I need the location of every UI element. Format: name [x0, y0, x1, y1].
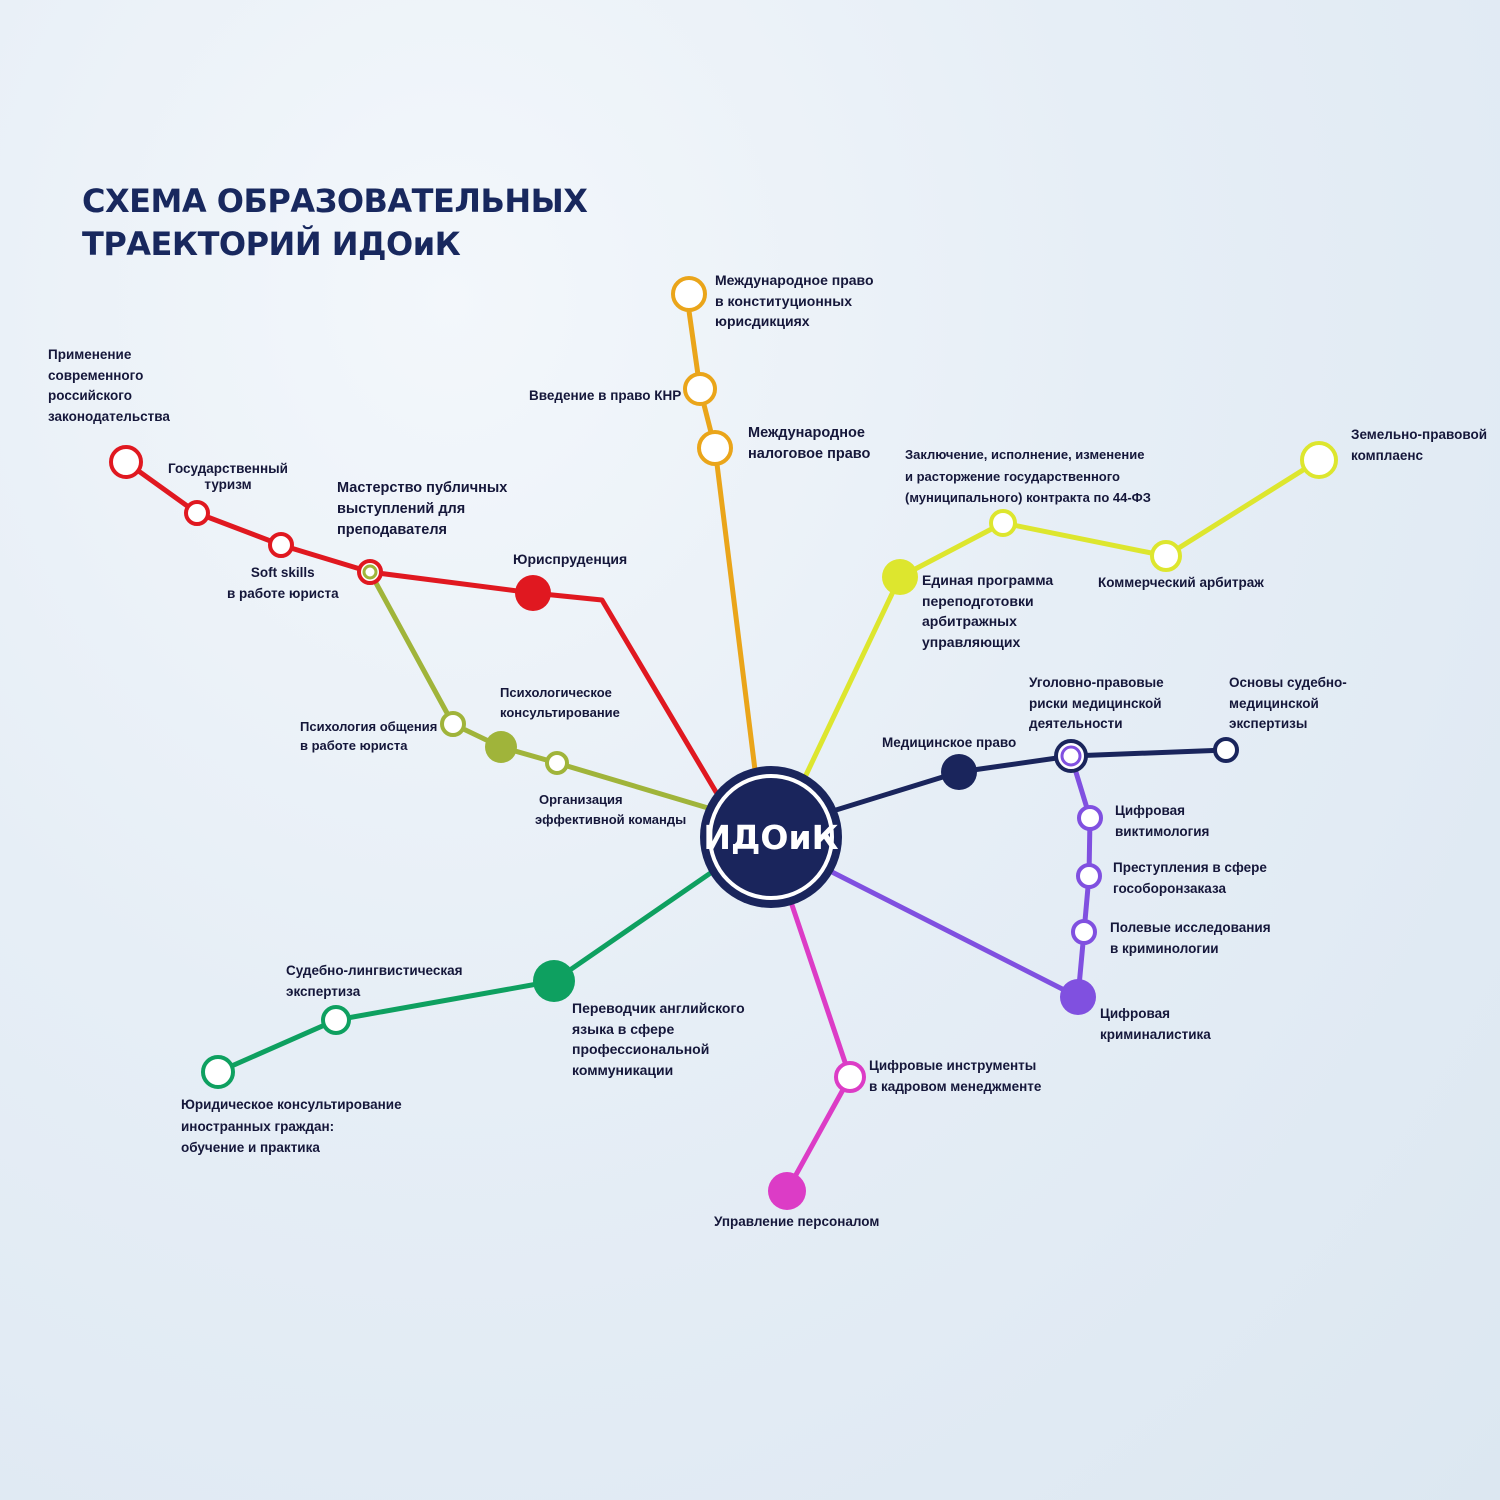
major-stations: [485, 559, 1096, 1210]
station-zaklyuchenie[interactable]: [989, 509, 1017, 537]
station-knr[interactable]: [683, 372, 717, 406]
label-ugolovno: Уголовно-правовые риски медицинской деят…: [1029, 675, 1164, 731]
label-goszakaz: Преступления в сфере гособоронзаказа: [1113, 860, 1267, 896]
station-softskills[interactable]: [268, 532, 294, 558]
page-title: СХЕМА ОБРАЗОВАТЕЛЬНЫХ ТРАЕКТОРИЙ ИДОиК: [82, 180, 588, 266]
label-arbitrazh: Коммерческий арбитраж: [1098, 575, 1264, 590]
label-edinaya: Единая программа переподготовки арбитраж…: [922, 572, 1054, 650]
station-psikh-obshcheniya[interactable]: [440, 711, 466, 737]
label-kriminalistika: Цифровая криминалистика: [1100, 1006, 1211, 1042]
label-kadry: Цифровые инструменты в кадровом менеджме…: [869, 1058, 1042, 1094]
label-organizatsiya: Организация эффективной команды: [535, 792, 687, 827]
station-arbitrazh[interactable]: [1150, 540, 1182, 572]
label-viktimologiya: Цифровая виктимология: [1115, 803, 1210, 839]
station-viktimologiya[interactable]: [1077, 805, 1103, 831]
label-masterstvo: Мастерство публичных выступлений для пре…: [337, 480, 508, 538]
station-nalog[interactable]: [697, 430, 733, 466]
station-medpravo[interactable]: [941, 754, 977, 790]
station-mezhd-konst[interactable]: [671, 276, 707, 312]
title-line-2: ТРАЕКТОРИЙ ИДОиК: [82, 225, 461, 263]
station-polevye[interactable]: [1071, 919, 1097, 945]
station-personal[interactable]: [768, 1172, 806, 1210]
station-kriminalistika[interactable]: [1060, 979, 1096, 1015]
label-softskills: Soft skills в работе юриста: [227, 565, 339, 601]
title-line-1: СХЕМА ОБРАЗОВАТЕЛЬНЫХ: [82, 182, 588, 220]
line-navy: [833, 747, 1229, 813]
station-psikh-konsult[interactable]: [485, 731, 517, 763]
station-osnovy[interactable]: [1213, 737, 1239, 763]
station-organizatsiya[interactable]: [545, 751, 569, 775]
label-zaklyuchenie: Заключение, исполнение, изменение и раст…: [905, 447, 1151, 505]
station-kadry[interactable]: [834, 1061, 866, 1093]
station-ugolovno-inner: [1060, 745, 1082, 767]
station-goszakaz[interactable]: [1076, 863, 1102, 889]
label-gosturizm: Государственный туризм: [168, 461, 288, 492]
line-violet: [829, 753, 1093, 1000]
hub[interactable]: ИДОиК: [700, 766, 842, 908]
label-personal: Управление персоналом: [714, 1214, 880, 1229]
label-perevodchik: Переводчик английского языка в сфере про…: [572, 1000, 745, 1078]
station-edinaya[interactable]: [882, 559, 918, 595]
label-mezhd-konst: Международное право в конституционных юр…: [715, 272, 874, 329]
line-orange: [686, 291, 758, 773]
label-zemelno: Земельно-правовой комплаенс: [1351, 427, 1487, 463]
label-sudling: Судебно-лингвистическая экспертиза: [286, 963, 463, 999]
label-yurkonsult: Юридическое консультирование иностранных…: [181, 1097, 402, 1155]
label-medpravo: Медицинское право: [882, 735, 1017, 750]
label-nalog: Международное налоговое право: [748, 425, 871, 462]
label-psikh-obshcheniya: Психология общения в работе юриста: [300, 719, 438, 753]
minor-stations: [109, 276, 1338, 1093]
label-polevye: Полевые исследования в криминологии: [1110, 920, 1271, 956]
label-osnovy: Основы судебно- медицинской экспертизы: [1229, 675, 1347, 731]
line-magenta: [784, 902, 853, 1194]
label-psikh-konsult: Психологическое консультирование: [500, 685, 620, 720]
label-primenenie: Применение современного российского зако…: [48, 347, 170, 424]
station-zemelno[interactable]: [1300, 441, 1338, 479]
label-yurisprudentsiya: Юриспруденция: [513, 551, 628, 567]
hub-label: ИДОиК: [703, 818, 838, 857]
station-masterstvo-inner: [362, 564, 378, 580]
station-gosturizm[interactable]: [184, 500, 210, 526]
station-yurkonsult[interactable]: [201, 1055, 235, 1089]
station-yurisprudentsiya[interactable]: [515, 575, 551, 611]
hub-outer-ring: [700, 766, 842, 908]
line-green: [215, 869, 715, 1075]
station-perevodchik[interactable]: [533, 960, 575, 1002]
station-primenenie[interactable]: [109, 445, 143, 479]
hub-white-ring: [708, 774, 834, 900]
label-knr: Введение в право КНР: [529, 388, 682, 403]
station-sudling[interactable]: [321, 1005, 351, 1035]
